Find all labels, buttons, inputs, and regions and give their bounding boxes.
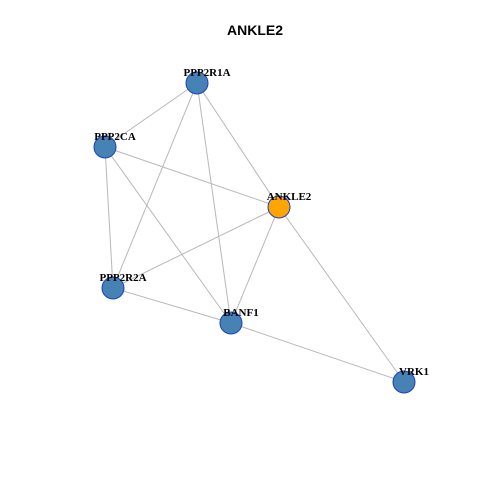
node-ankle2[interactable] bbox=[267, 195, 291, 219]
node-ppp2r2a[interactable] bbox=[101, 276, 125, 300]
edge-ankle2-ppp2r2a bbox=[112, 206, 280, 289]
node-label-ppp2ca: PPP2CA bbox=[94, 131, 136, 143]
edge-banf1-vrk1 bbox=[230, 322, 405, 383]
edge-ankle2-banf1 bbox=[230, 206, 280, 324]
edge-ppp2r1a-ppp2ca bbox=[104, 82, 198, 148]
node-label-ankle2: ANKLE2 bbox=[267, 191, 312, 203]
edge-ppp2r1a-ppp2r2a bbox=[112, 82, 198, 289]
node-vrk1[interactable] bbox=[392, 370, 416, 394]
edge-layer bbox=[104, 82, 405, 383]
node-layer bbox=[93, 71, 416, 394]
node-label-ppp2r2a: PPP2R2A bbox=[99, 272, 146, 284]
edge-ppp2ca-ankle2 bbox=[104, 146, 280, 208]
edge-ppp2ca-banf1 bbox=[104, 146, 232, 324]
node-ppp2ca[interactable] bbox=[93, 135, 117, 159]
edge-ppp2ca-ppp2r2a bbox=[104, 146, 114, 289]
node-banf1[interactable] bbox=[219, 311, 243, 335]
edge-ppp2r1a-banf1 bbox=[196, 82, 232, 324]
edge-ppp2r2a-banf1 bbox=[112, 287, 232, 324]
edge-ankle2-vrk1 bbox=[278, 206, 405, 383]
node-label-ppp2r1a: PPP2R1A bbox=[183, 67, 230, 79]
node-label-vrk1: VRK1 bbox=[399, 366, 429, 378]
node-ppp2r1a[interactable] bbox=[185, 71, 209, 95]
node-label-banf1: BANF1 bbox=[223, 307, 258, 319]
edge-ppp2r1a-ankle2 bbox=[196, 82, 280, 208]
diagram-title: ANKLE2 bbox=[227, 22, 283, 38]
